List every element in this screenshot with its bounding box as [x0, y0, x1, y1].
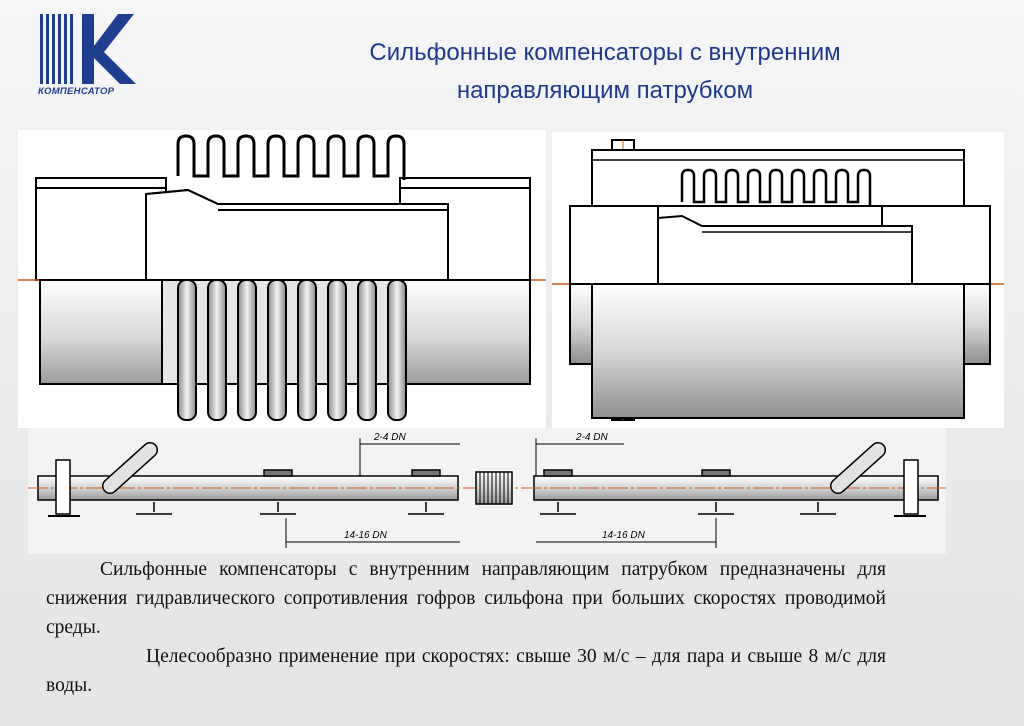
body-paragraph-1: Сильфонные компенсаторы с внутренним нап…: [46, 559, 886, 638]
title-line-1: Сильфонные компенсаторы с внутренним: [369, 39, 841, 66]
bellows-section-drawing: [18, 130, 546, 428]
dim-label-bottom-right: 14-16 DN: [602, 530, 646, 541]
dim-label-bottom-left: 14-16 DN: [344, 530, 388, 541]
dim-label-top-right: 2-4 DN: [575, 432, 608, 443]
title-line-2: направляющим патрубком: [456, 77, 754, 104]
dim-label-top-left: 2-4 DN: [373, 432, 406, 443]
slide-title: Сильфонные компенсаторы с внутренним нап…: [240, 34, 970, 110]
slide-body: Сильфонные компенсаторы с внутренним нап…: [46, 555, 886, 700]
pipeline-layout-diagram: 2-4 DN 2-4 DN 14-16 DN 14-16 DN: [28, 428, 946, 554]
logo-caption: КОМПЕНСАТОР: [38, 86, 115, 97]
body-paragraph-2: Целесообразно применение при скоростях: …: [46, 646, 886, 696]
compensator-casing-drawing: [552, 132, 1004, 428]
kompensator-logo: [40, 14, 136, 84]
